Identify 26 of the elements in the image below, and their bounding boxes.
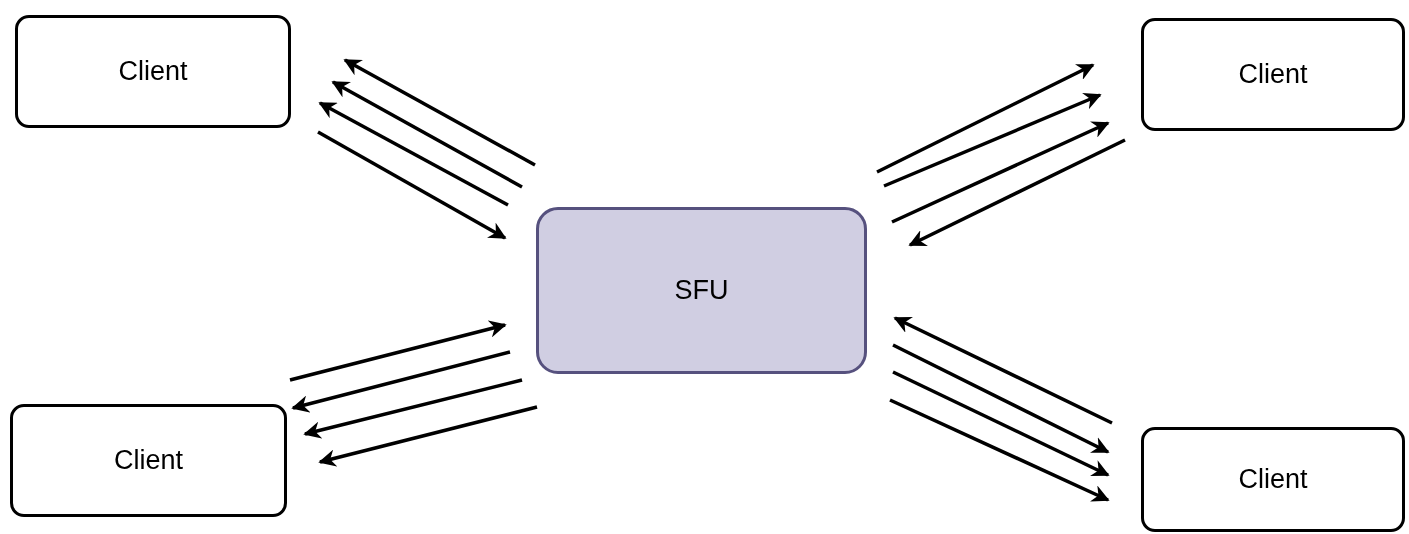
arrow	[289, 320, 507, 382]
arrow	[876, 63, 1095, 174]
arrow	[331, 80, 523, 189]
client-box	[1141, 427, 1405, 532]
node-label: SFU	[674, 275, 729, 306]
node-label: Client	[1238, 464, 1308, 495]
arrow	[889, 398, 1110, 502]
node-label: Client	[118, 56, 188, 87]
arrow	[318, 101, 509, 207]
arrow	[908, 138, 1126, 247]
client-box	[10, 404, 287, 517]
arrow	[317, 130, 507, 240]
arrow	[303, 378, 523, 439]
arrow	[892, 343, 1110, 454]
client-box	[15, 15, 291, 128]
client-box	[1141, 18, 1405, 131]
arrow	[343, 58, 536, 167]
arrow	[893, 316, 1113, 425]
server-box	[536, 207, 867, 374]
node-label: Client	[114, 445, 183, 476]
arrow	[318, 405, 538, 467]
arrow	[291, 350, 511, 413]
arrow	[892, 370, 1110, 477]
node-label: Client	[1238, 59, 1308, 90]
arrow	[883, 93, 1102, 188]
arrow	[891, 121, 1110, 224]
